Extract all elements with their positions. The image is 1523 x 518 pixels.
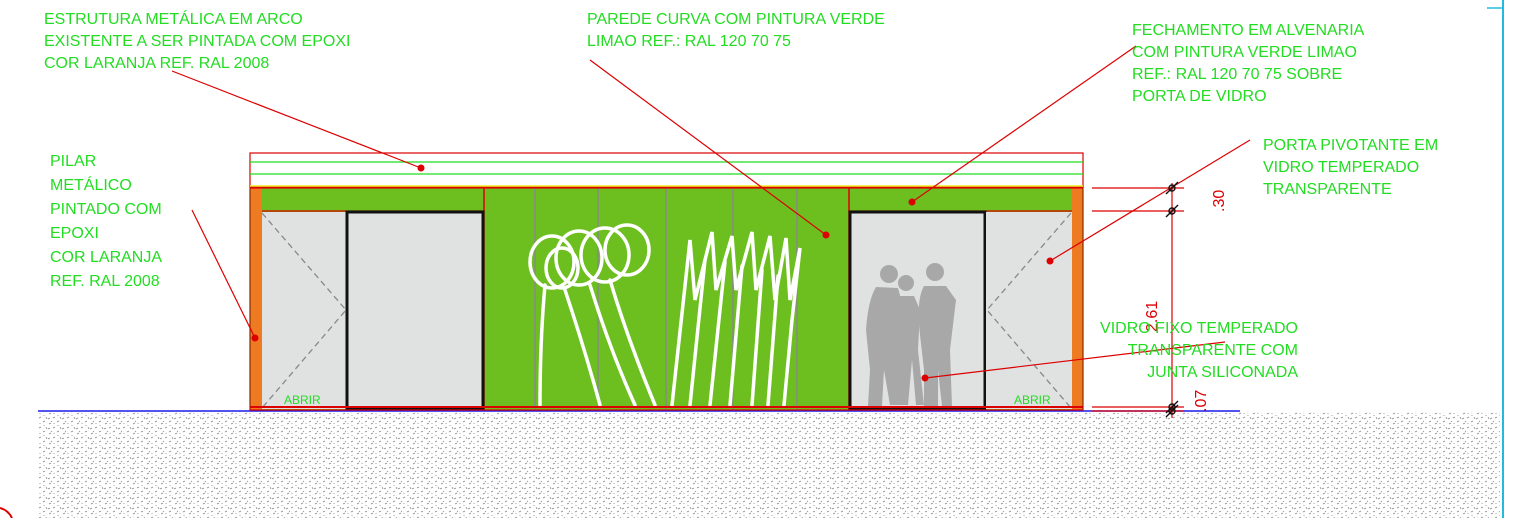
leader-lines <box>171 45 1251 379</box>
pillar-left <box>251 188 262 410</box>
door-swing-left <box>261 212 347 409</box>
door-swing-right <box>986 212 1072 409</box>
dimension-top: .30 <box>1211 190 1228 212</box>
corner-arc <box>0 507 13 518</box>
note-fechamento-alvenaria: FECHAMENTO EM ALVENARIA COM PINTURA VERD… <box>1132 22 1365 105</box>
leader-dots <box>251 164 1054 382</box>
door-tag-left: ABRIR <box>284 393 321 407</box>
note-estrutura-metalica: ESTRUTURA METÁLICA EM ARCO EXISTENTE A S… <box>44 11 351 72</box>
note-pilar-metalico: PILAR METÁLICO PINTADO COM EPOXI COR LAR… <box>50 153 163 290</box>
pivot-door-left <box>345 210 485 410</box>
door-tag-right: ABRIR <box>1014 393 1051 407</box>
note-vidro-fixo: VIDRO FIXO TEMPERADO TRANSPARENTE COM JU… <box>1100 320 1298 381</box>
note-parede-curva: PAREDE CURVA COM PINTURA VERDE LIMAO REF… <box>587 11 885 50</box>
dimension-ticks <box>1165 181 1179 418</box>
dimension-bottom: .07 <box>1193 390 1210 412</box>
fixed-glass-right <box>986 212 1072 409</box>
fixed-glass-left <box>262 212 347 409</box>
pillar-right <box>1072 188 1082 410</box>
facade-outline <box>249 187 1084 411</box>
roof-arch-outline <box>249 152 1084 188</box>
dimension-middle: 2.61 <box>1144 301 1161 332</box>
note-porta-pivotante: PORTA PIVOTANTE EM VIDRO TEMPERADO TRANS… <box>1263 137 1439 198</box>
graffiti-art <box>528 223 802 407</box>
ground-gravel <box>38 412 1500 518</box>
